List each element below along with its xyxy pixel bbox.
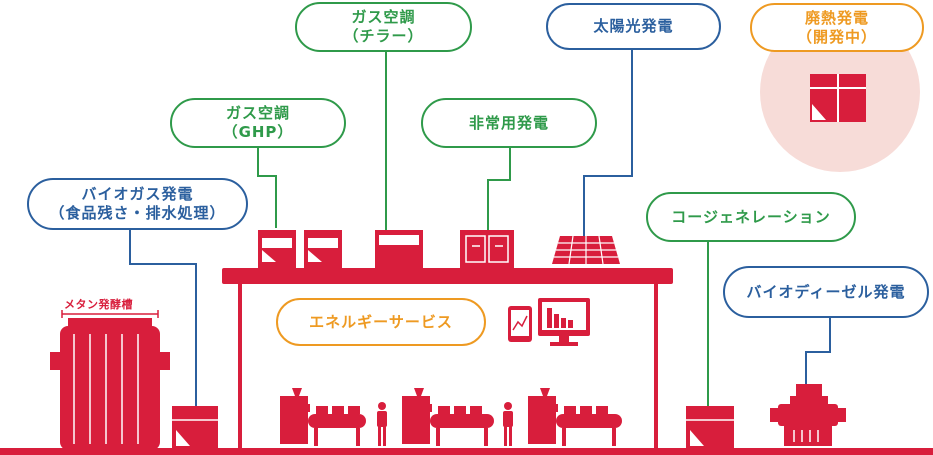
ground-line xyxy=(0,448,933,455)
connector-biogas xyxy=(129,228,197,406)
gas-ghp-unit-icon xyxy=(258,230,342,268)
tablet-icon xyxy=(508,306,532,342)
biodiesel-generator-icon xyxy=(770,384,846,446)
biogas-generator-icon xyxy=(172,406,218,450)
connector-biodiesel xyxy=(805,316,831,384)
waste-heat-label: 廃熱発電 （開発中） xyxy=(750,3,924,52)
solar-label: 太陽光発電 xyxy=(546,3,721,50)
emergency-power-label: 非常用発電 xyxy=(421,98,597,148)
gas-chiller-label: ガス空調 （チラー） xyxy=(295,2,472,52)
gas-chiller-unit-icon xyxy=(375,230,423,268)
energy-service-label: エネルギーサービス xyxy=(276,298,486,346)
connector-solar xyxy=(583,48,633,236)
worker-1-icon xyxy=(377,402,387,446)
monitor-icon xyxy=(538,298,590,346)
waste-heat-generator-icon xyxy=(810,74,866,122)
biogas-label: バイオガス発電 （食品残さ・排水処理） xyxy=(27,178,248,230)
cogeneration-label: コージェネレーション xyxy=(646,192,856,242)
solar-panel-icon xyxy=(552,235,620,265)
cogeneration-unit-icon xyxy=(686,406,734,450)
building-column-right xyxy=(654,284,658,450)
building-roof xyxy=(222,268,673,284)
connector-emergency xyxy=(487,146,511,230)
production-line-1-icon xyxy=(280,388,366,446)
production-line-3-icon xyxy=(528,388,622,446)
production-line-2-icon xyxy=(402,388,494,446)
worker-2-icon xyxy=(503,402,513,446)
methane-tank-label: メタン発酵槽 xyxy=(64,298,133,311)
methane-tank-icon xyxy=(50,310,170,450)
gas-ghp-label: ガス空調 （GHP） xyxy=(170,98,346,148)
biodiesel-label: バイオディーゼル発電 xyxy=(723,266,929,318)
emergency-generator-icon xyxy=(460,230,514,268)
connector-ghp xyxy=(257,146,277,228)
building-column-left xyxy=(238,284,242,450)
